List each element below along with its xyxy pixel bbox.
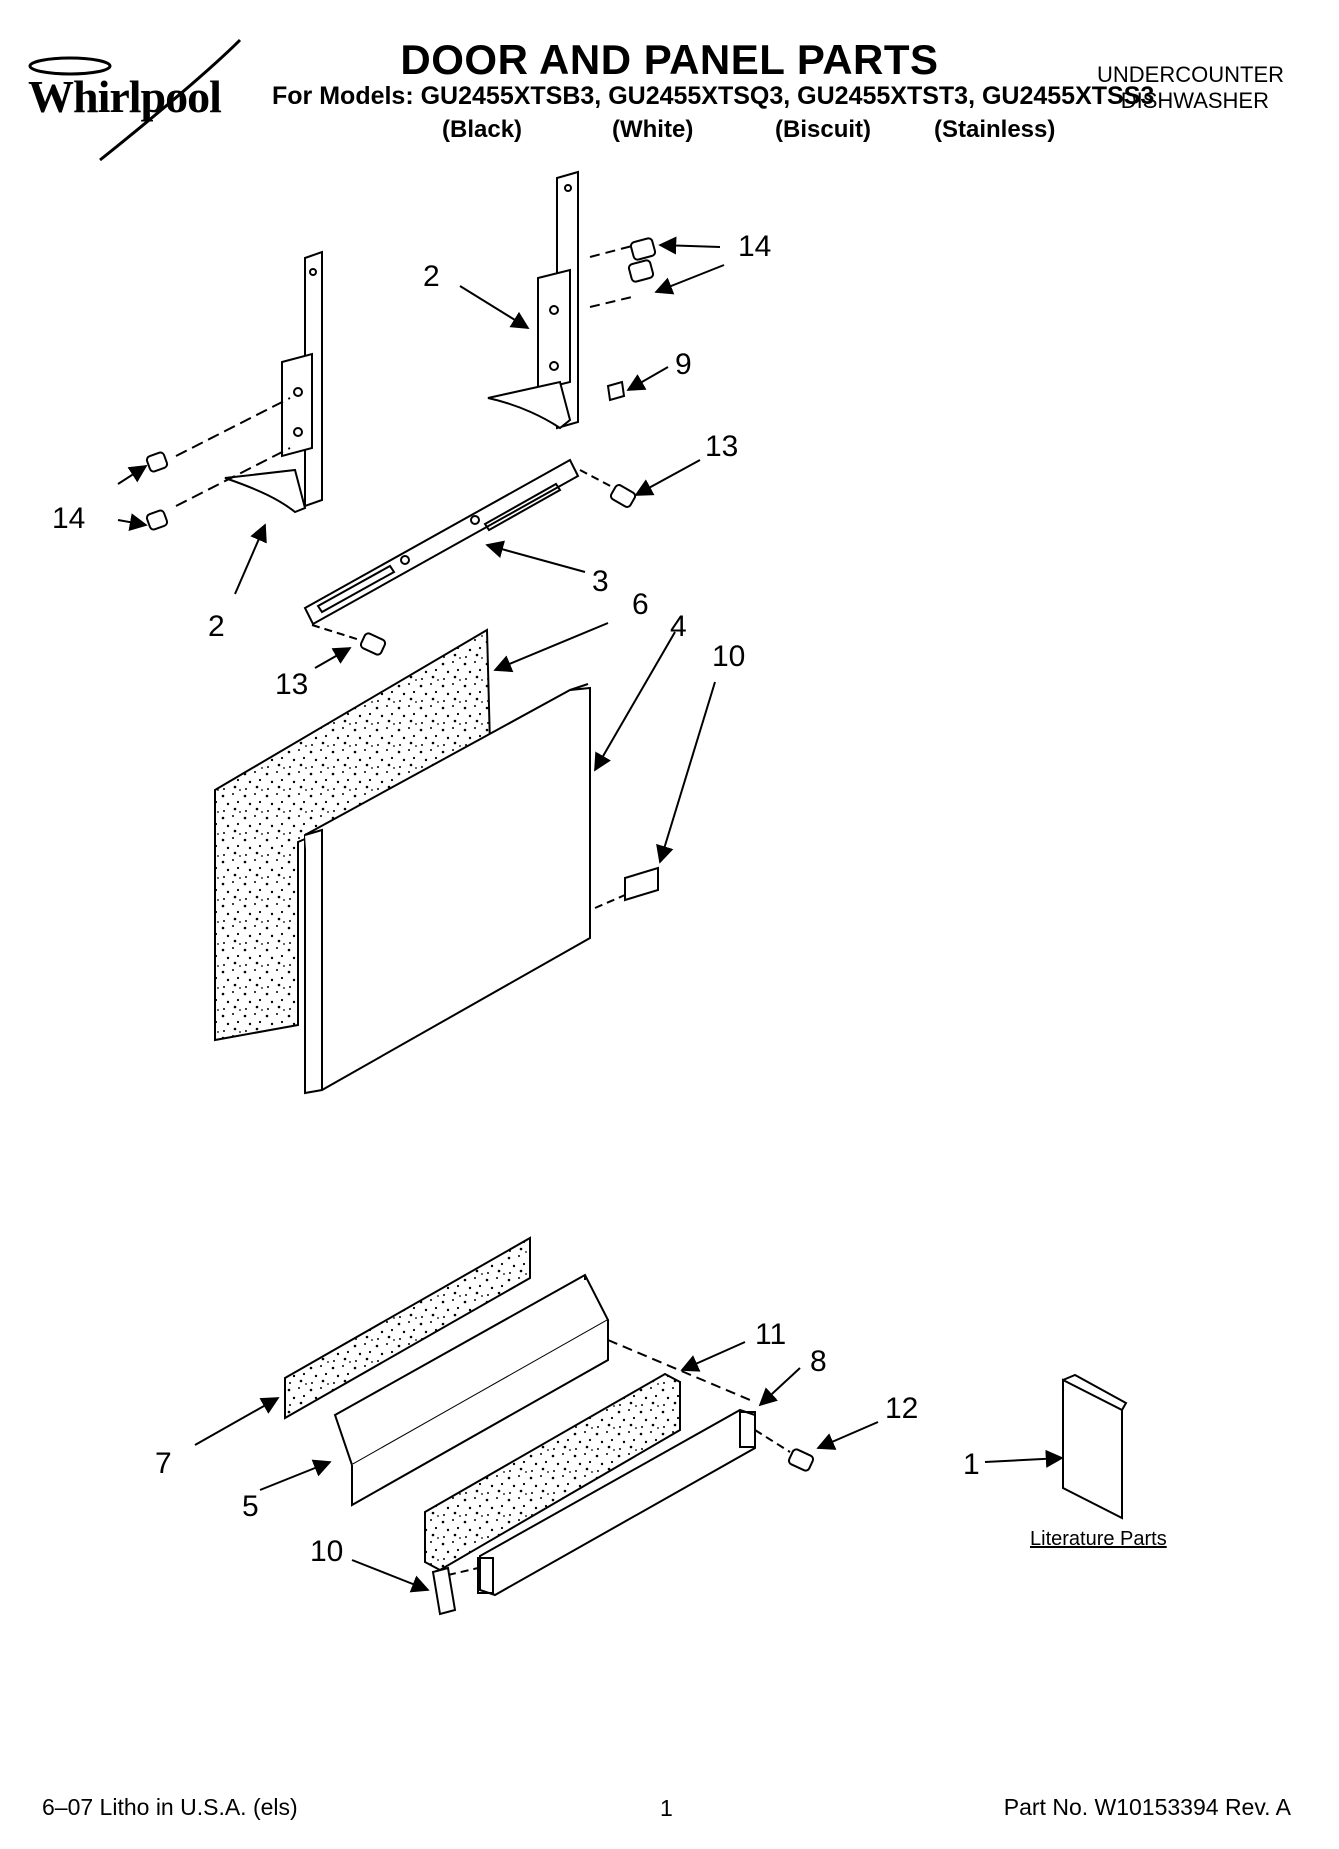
hinge-left — [224, 250, 323, 514]
kick-plate-8 — [477, 1408, 756, 1597]
screw-14-right-lower — [627, 259, 655, 283]
callout-9: 9 — [675, 348, 692, 381]
callout-arrows — [117, 236, 1064, 1593]
part-number: Part No. W10153394 Rev. A — [1003, 1794, 1291, 1820]
clip-9 — [606, 380, 626, 402]
screw-13-left — [359, 632, 387, 656]
whirlpool-logo: Whirlpool — [28, 71, 222, 122]
callout-10-upper: 10 — [712, 640, 746, 673]
callout-1: 1 — [963, 1448, 980, 1481]
callout-4: 4 — [670, 610, 687, 643]
screw-14-left-lower — [145, 509, 169, 531]
literature-book-1 — [1062, 1373, 1128, 1520]
bracket-3 — [303, 458, 580, 626]
category-line-2: DISHWASHER — [1120, 88, 1269, 113]
color-label-stainless: (Stainless) — [934, 116, 1056, 143]
insulation-strip-7 — [284, 1236, 531, 1420]
toe-panel-5 — [333, 1273, 610, 1507]
insulation-block-11 — [424, 1372, 681, 1572]
callout-3: 3 — [592, 565, 609, 598]
color-label-white: (White) — [612, 116, 694, 143]
screw-14-left-upper — [145, 451, 169, 473]
color-label-biscuit: (Biscuit) — [775, 116, 871, 143]
page-number: 1 — [660, 1795, 673, 1821]
callout-14-left: 14 — [52, 502, 86, 535]
clip-10-lower — [431, 1566, 457, 1616]
screw-14-right-upper — [629, 237, 657, 261]
footer-litho: 6–07 Litho in U.S.A. (els) — [42, 1794, 298, 1820]
callout-7: 7 — [155, 1447, 172, 1480]
category-line-1: UNDERCOUNTER — [1097, 62, 1284, 87]
hinge-right — [487, 170, 579, 430]
models-line: For Models: GU2455XTSB3, GU2455XTSQ3, GU… — [272, 82, 1155, 110]
callout-8: 8 — [810, 1345, 827, 1378]
clip-10-upper — [624, 866, 659, 902]
callout-10-lower: 10 — [310, 1535, 344, 1568]
callout-6: 6 — [632, 588, 649, 621]
door-panel-4 — [304, 683, 591, 1095]
screw-13-right — [609, 484, 637, 508]
callout-14-right: 14 — [738, 230, 772, 263]
callout-12: 12 — [885, 1392, 919, 1425]
callout-13-right: 13 — [705, 430, 739, 463]
callout-2-left: 2 — [208, 610, 225, 643]
page-title: DOOR AND PANEL PARTS — [400, 36, 939, 83]
callout-13-left: 13 — [275, 668, 309, 701]
color-label-black: (Black) — [442, 116, 523, 143]
screw-12 — [787, 1448, 815, 1472]
literature-parts-label: Literature Parts — [1030, 1528, 1167, 1550]
callout-5: 5 — [242, 1490, 259, 1523]
callout-2-right: 2 — [423, 260, 440, 293]
callout-11: 11 — [755, 1318, 787, 1351]
whirlpool-swoosh-icon — [28, 38, 242, 162]
